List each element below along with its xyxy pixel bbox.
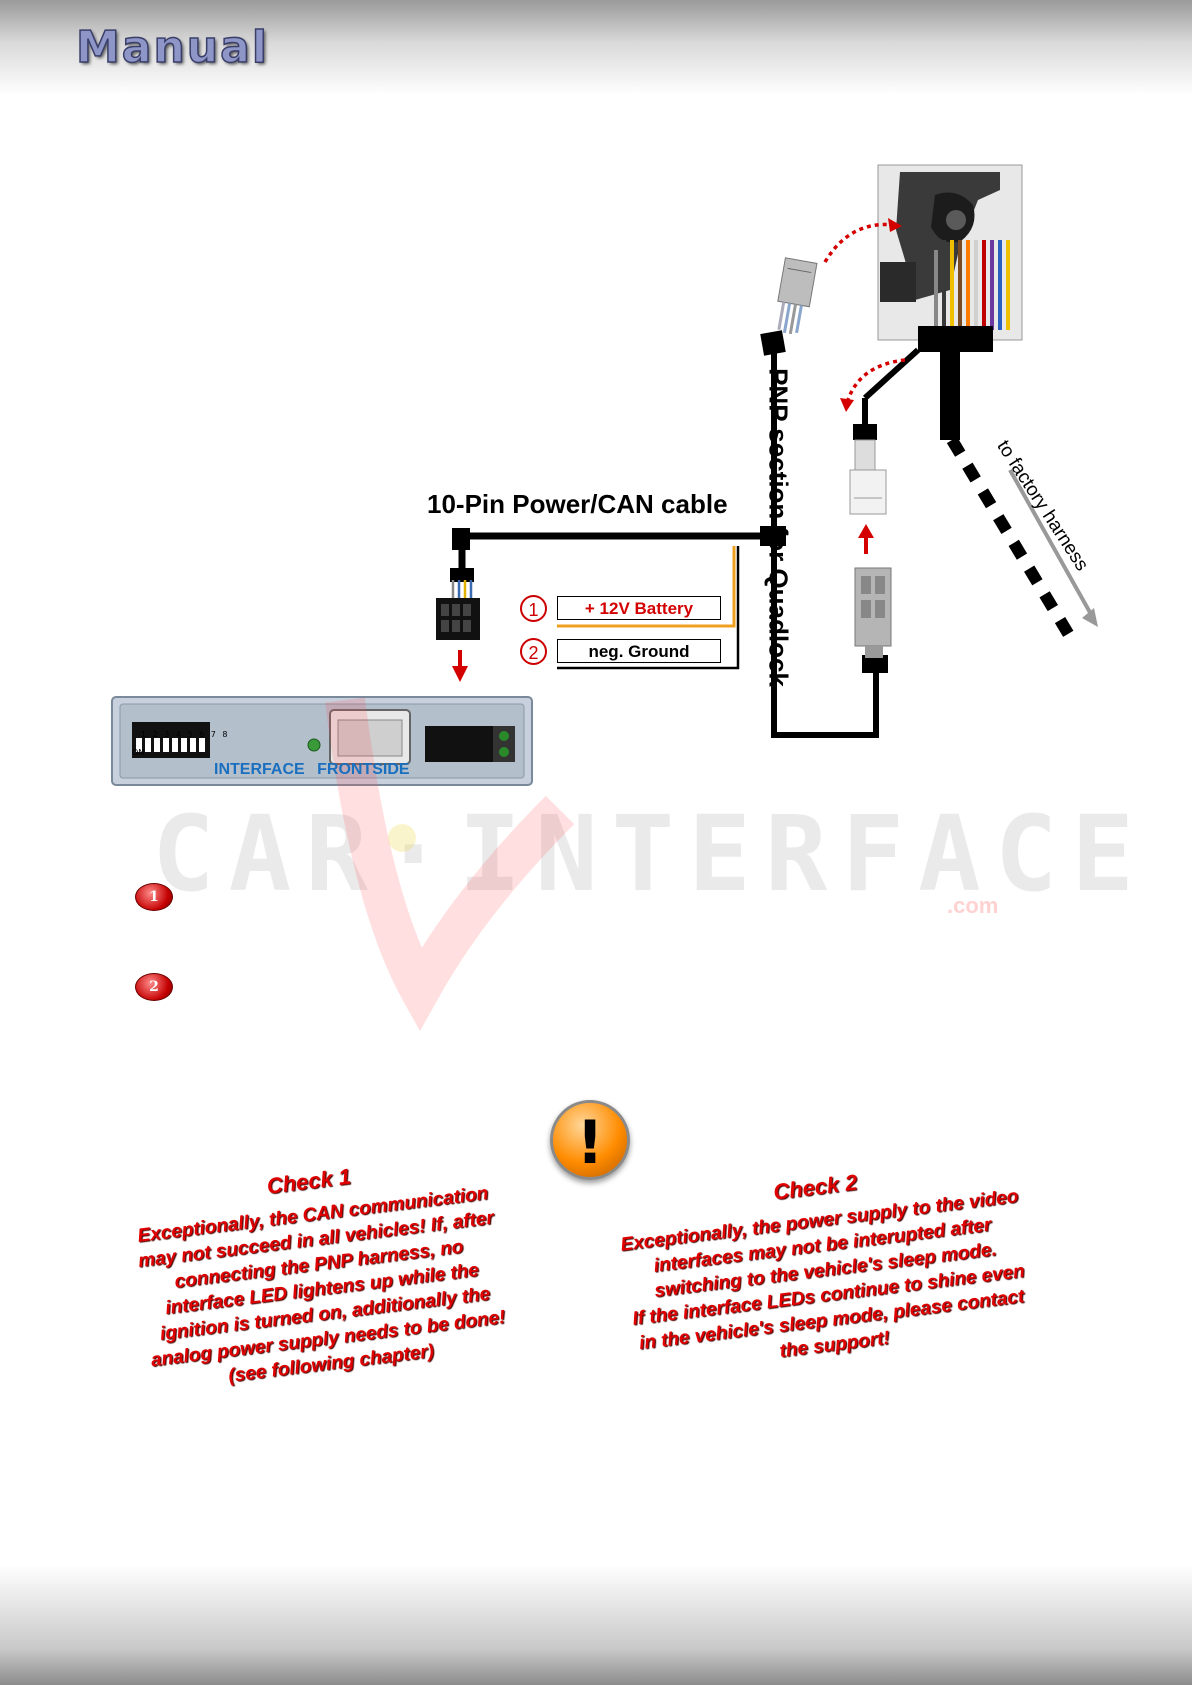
legend-badge-1: 1 [135,883,173,911]
watermark: CAR·INTERFACE [152,793,1148,915]
pnp-plug-top [777,257,818,335]
watermark-suffix: .com [947,893,999,918]
dip-switch-numbers: 1 2 3 4 5 6 7 8 [141,730,230,739]
arrow-up-solid [858,524,874,554]
legend-badge-2: 2 [135,973,173,1001]
arrow-top-dotted [823,218,902,263]
interface-box [111,696,533,786]
pnp-section-label: PNP section for Quadlock [763,368,794,687]
exclamation-icon: ! [550,1100,630,1180]
callout-label-battery: + 12V Battery [557,596,721,620]
arrow-mid-dotted [840,358,906,412]
callout-label-ground: neg. Ground [557,639,721,663]
interface-frontside-label: INTERFACE FRONTSIDE [214,761,410,778]
pnp-plug-grey [854,567,892,658]
pnp-plug-mid [849,347,921,515]
callout-number-2: 2 [520,638,547,665]
arrow-down-solid [452,650,468,682]
cable-label: 10-Pin Power/CAN cable [427,489,728,519]
quadlock-connector [877,164,1023,440]
footer-band [0,1565,1192,1685]
page-title: Manual [75,21,269,74]
header-band [0,0,1192,95]
dip-switch-on-label: ON [132,748,145,757]
callout-number-1: 1 [520,595,547,622]
power-can-cable [436,526,786,640]
factory-harness-dashed [946,436,1098,644]
